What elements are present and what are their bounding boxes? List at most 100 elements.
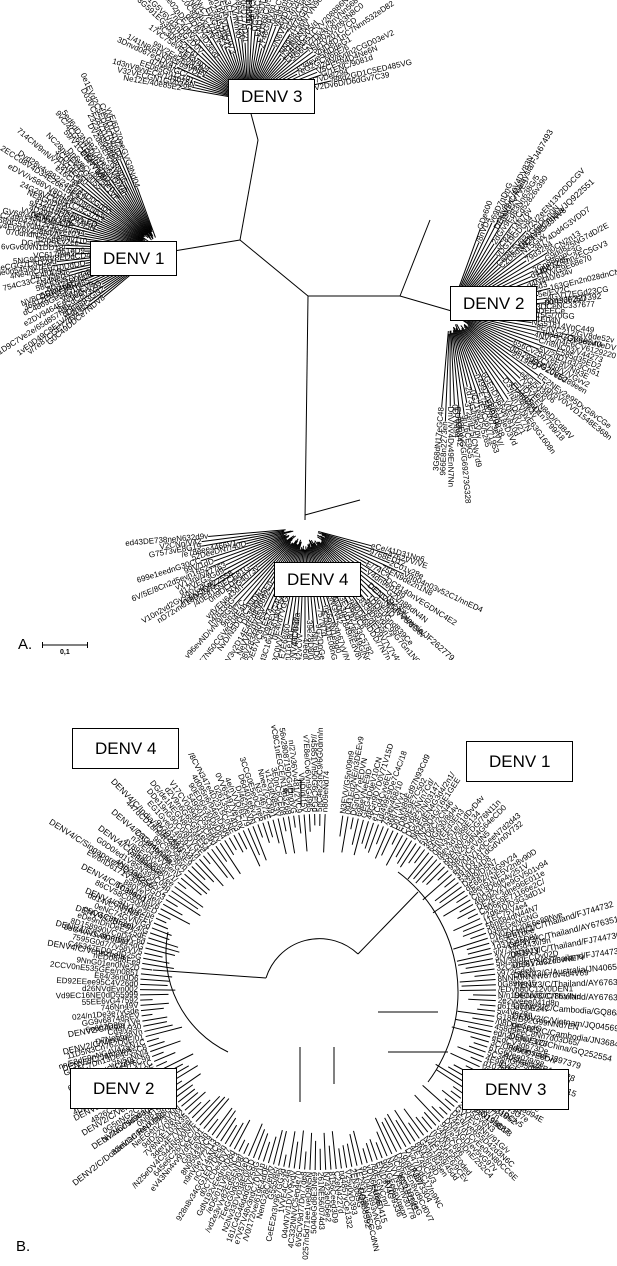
ring-branch (151, 1051, 164, 1058)
branch-denv4-long (304, 499, 361, 516)
denv2-branch (456, 323, 484, 374)
ring-branch (203, 1098, 230, 1129)
ring-branch (229, 1122, 244, 1147)
denv3-branch (253, 26, 277, 86)
denv4-branch (223, 536, 289, 571)
denv4-branch (249, 535, 295, 568)
ring-branch (375, 826, 384, 845)
denv2-leaf-label: nv15G/70GG (527, 310, 574, 321)
ring-branch (473, 1042, 488, 1048)
ring-leaf-label: 0G89Ne15 (498, 978, 538, 989)
ring-branch (381, 1121, 398, 1152)
ring-branch (349, 1134, 358, 1166)
denv3-branch (183, 40, 236, 89)
denv2-branch (441, 330, 449, 408)
ring-branch (248, 1123, 263, 1157)
backbone-denv4 (304, 295, 309, 521)
ring-branch (439, 886, 462, 904)
ring-branch (150, 1040, 181, 1053)
denv1-branch (124, 192, 154, 239)
ring-branch (461, 984, 496, 987)
denv2-branch (467, 320, 537, 359)
ring-branch (459, 979, 496, 983)
denv3-branch (248, 31, 256, 87)
denv1-branch (102, 167, 149, 234)
ring-branch (140, 1002, 169, 1006)
denv2-branch (454, 324, 478, 375)
ring-branch (384, 1117, 402, 1150)
denv4-branch (201, 531, 285, 547)
ring-branch (142, 962, 174, 970)
ring-branch (145, 1026, 183, 1038)
denv3-leaf-label: 8168EG (244, 0, 253, 29)
ring-branch (422, 862, 442, 883)
ring-branch (153, 1052, 176, 1062)
denv1-branch (115, 158, 152, 232)
denv4-leaf-label: 39e28D8/0/39Nd8 (305, 620, 317, 660)
ring-branch (353, 819, 364, 856)
clade-label-denv2-a: DENV 2 (450, 286, 538, 321)
ring-branch (470, 1036, 489, 1043)
ring-branch (262, 822, 270, 843)
ring-branch (394, 1109, 416, 1142)
denv1-named-leaf: DENV3/C/Thailand/AY676353 (514, 977, 617, 991)
denv2-branch (453, 327, 473, 391)
ring-branch (413, 855, 434, 880)
denv4-branch (225, 534, 290, 566)
denv4-branch (324, 536, 405, 575)
denv1-branch (124, 181, 154, 237)
ring-branch (146, 1037, 160, 1043)
ring-branch (342, 1145, 348, 1168)
denv2-branch (459, 219, 499, 294)
denv2-leaf-label: v4DEECe (530, 306, 566, 315)
ring-leaf-label: 261NE56/074d3 (316, 1172, 326, 1230)
inner-arc-right (397, 871, 459, 1083)
ring-branch (462, 927, 485, 937)
ring-branch (415, 1116, 429, 1133)
ring-branch (422, 1085, 452, 1111)
denv2-branch (467, 325, 542, 385)
denv1-branch (80, 182, 145, 238)
ring-branch (207, 1118, 219, 1133)
ring-branch (247, 828, 261, 856)
denv1-branch (86, 183, 146, 238)
ring-branch (364, 822, 374, 849)
denv2-branch (450, 330, 455, 405)
ring-branch (346, 1143, 353, 1167)
ring-branch (474, 973, 496, 977)
ring-branch (145, 947, 176, 956)
denv1-branch (105, 217, 150, 245)
denv1-branch (99, 188, 149, 239)
denv4-branch (208, 529, 286, 537)
ring-branch (165, 899, 178, 908)
denv2-branch (461, 329, 509, 400)
denv4-branch (321, 532, 389, 555)
ring-branch (188, 1101, 202, 1115)
denv4-branch (233, 541, 292, 600)
ring-branch (143, 1021, 168, 1027)
denv1-leaf-label: DGnC0CD (21, 238, 60, 249)
ring-branch (457, 1010, 495, 1017)
ring-leaf-label: 5nC4e23nC9/6G0dnn/n (315, 727, 325, 812)
ring-branch (376, 1131, 388, 1157)
ring-branch (273, 1130, 283, 1165)
ring-branch (140, 983, 168, 987)
branch-denv4-stem (152, 969, 267, 979)
ring-branch (386, 1113, 407, 1148)
ring-branch (187, 869, 210, 891)
ring-branch (144, 1024, 173, 1032)
ring-leaf-label: d615d7GE247 (497, 1001, 550, 1014)
ring-branch (468, 1045, 486, 1053)
denv2-branch (444, 333, 450, 422)
denv4-branch (200, 534, 285, 562)
denv2-leaf-label: C8v3DCeNC337677 (522, 300, 596, 313)
denv2-branch (455, 228, 481, 296)
denv2-branch (467, 319, 540, 350)
ring-branch (467, 947, 491, 955)
clade-label-denv4-a: DENV 4 (274, 562, 362, 597)
denv1-branch (71, 211, 143, 243)
ring-branch (142, 1016, 168, 1022)
denv3-branch (205, 34, 241, 88)
ring-branch (450, 1090, 462, 1099)
ring-leaf-label: n809eNd74 (320, 770, 331, 812)
